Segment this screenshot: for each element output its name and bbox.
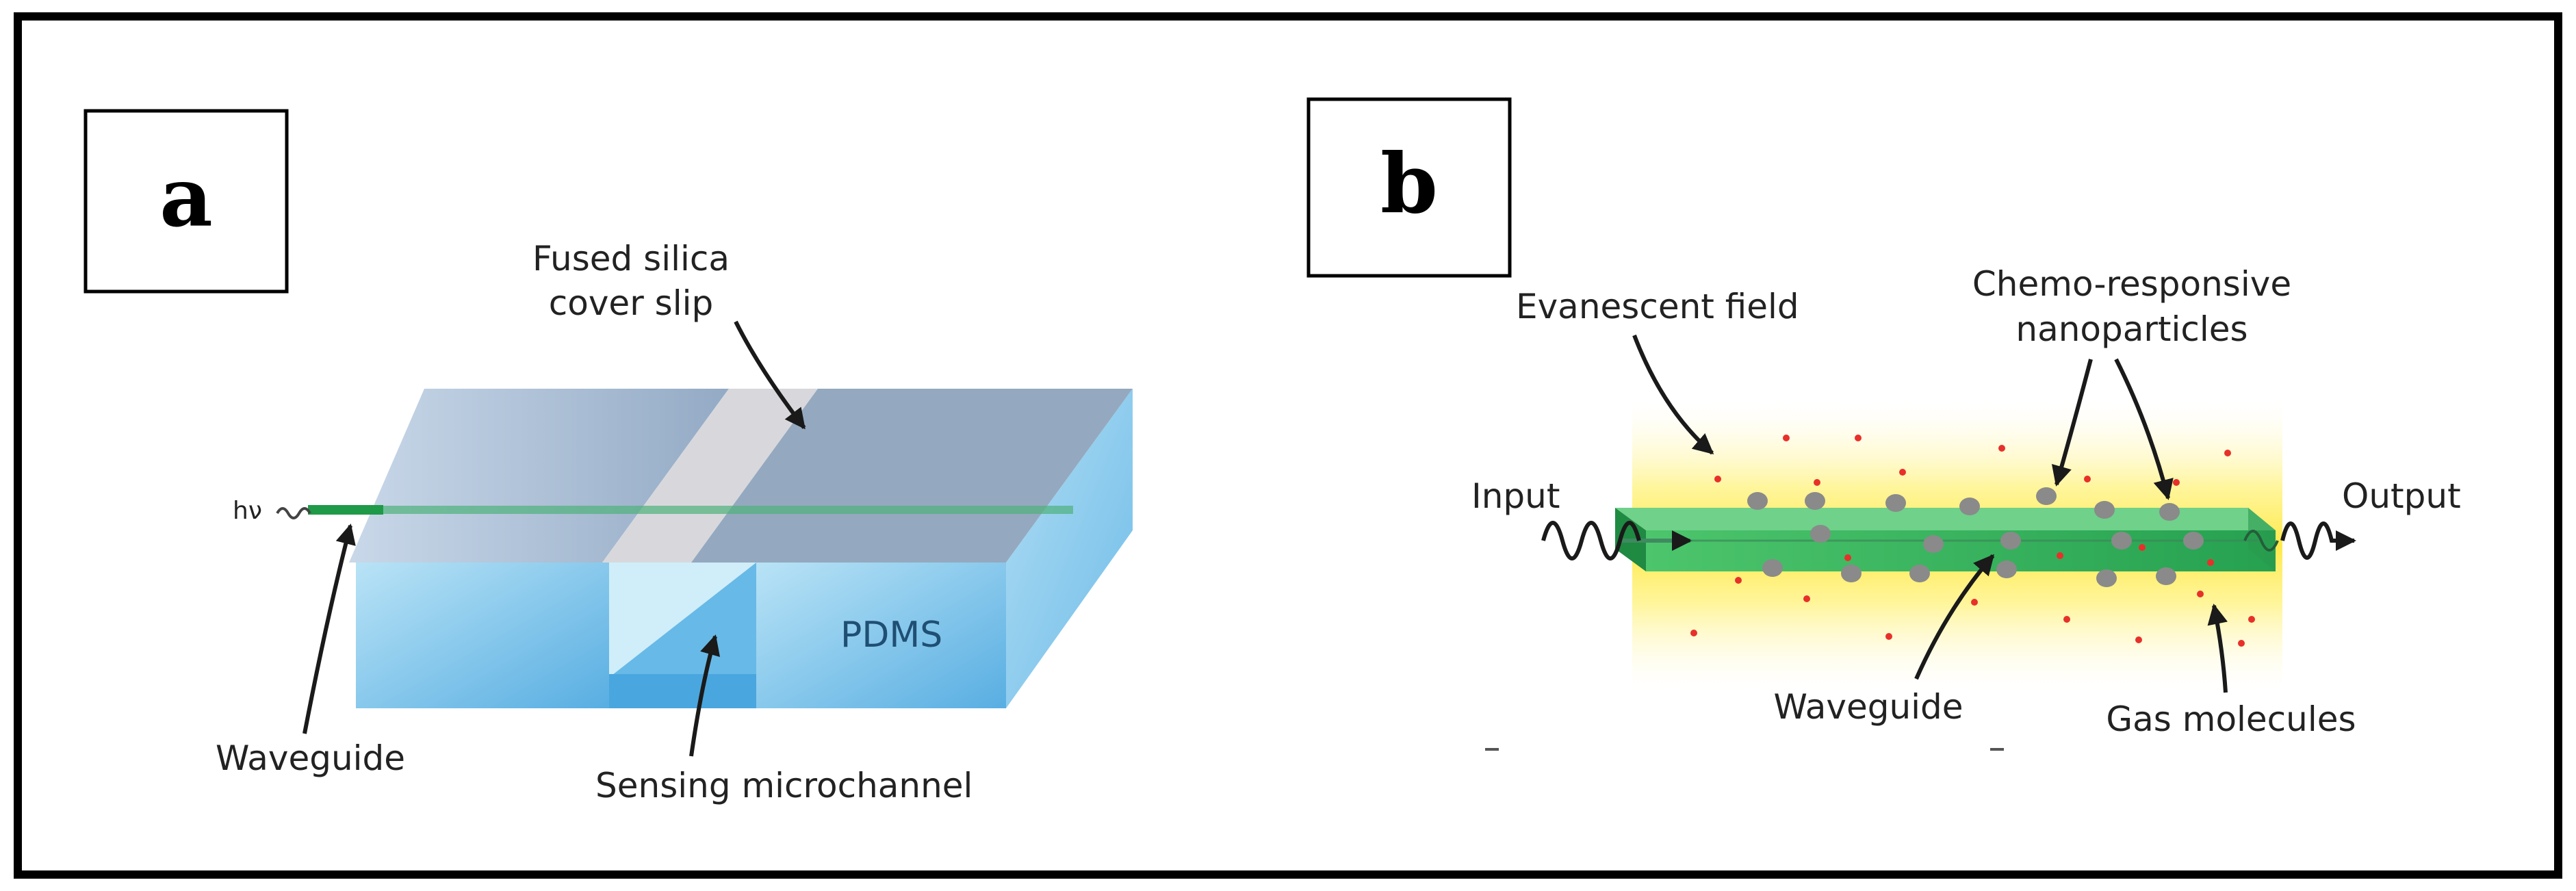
gas-molecule (2135, 636, 2142, 643)
gas-molecule (1735, 577, 1742, 584)
sensing-channel-floor (609, 674, 756, 708)
gas-molecule (1855, 435, 1862, 441)
gas-arrow (2207, 604, 2228, 693)
gas-molecule (2238, 640, 2245, 647)
waveguide-front-face (1646, 530, 2276, 571)
gas-molecule (2248, 616, 2255, 623)
nanoparticles-arrow-1 (2051, 359, 2093, 487)
gas-molecule (1899, 469, 1906, 476)
gas-molecule (2224, 450, 2231, 456)
waveguide-arrow-a (302, 524, 356, 734)
nanoparticle (1762, 559, 1783, 577)
nanoparticle (2111, 532, 2132, 550)
nanoparticles-label-line1: Chemo-responsive (1972, 264, 2291, 304)
nanoparticle (2156, 567, 2176, 585)
pdms-block-left (356, 563, 609, 708)
nanoparticle (1996, 560, 2017, 578)
gas-molecule (2207, 559, 2214, 566)
gas-molecule (1714, 476, 1721, 482)
nanoparticle (1959, 498, 1980, 515)
nanoparticles-arrow-2 (2114, 358, 2174, 500)
panel-b: b (1306, 97, 2461, 751)
pdms-block-right (756, 563, 1006, 708)
gas-label: Gas molecules (2106, 699, 2356, 739)
input-label: Input (1471, 476, 1560, 516)
photon-label: hν (233, 497, 262, 525)
output-wave (2280, 521, 2356, 560)
gas-molecule (2173, 479, 2180, 486)
panel-a: a hν PDMS Fused silica (83, 109, 1133, 805)
nanoparticle (2096, 569, 2117, 587)
photon-wave (276, 507, 311, 519)
gas-molecule (1971, 599, 1978, 606)
evanescent-label: Evanescent field (1516, 287, 1799, 326)
gas-molecule (2057, 552, 2063, 559)
panel-b-letter: b (1380, 135, 1438, 232)
cover-slip-label-line1: Fused silica (532, 239, 730, 279)
nanoparticle (1810, 525, 1831, 543)
cover-slip-arrow (734, 320, 806, 430)
nanoparticle (1747, 492, 1768, 510)
waveguide-arrow-b (1914, 554, 1995, 680)
gas-molecules (1690, 435, 2255, 647)
output-label: Output (2342, 476, 2461, 516)
input-wave (1541, 521, 1641, 560)
nanoparticle (2183, 532, 2204, 550)
pdms-right-face (1006, 389, 1133, 708)
gas-molecule (1885, 633, 1892, 640)
waveguide-label-b: Waveguide (1773, 687, 1963, 727)
gas-molecule (1803, 595, 1810, 602)
microchannel-label: Sensing microchannel (595, 766, 973, 805)
exit-wave-internal (2243, 530, 2279, 552)
evanescent-arrow (1632, 334, 1714, 455)
waveguide-label-a: Waveguide (216, 738, 405, 778)
gas-molecule (1814, 479, 1820, 486)
nanoparticle (1885, 494, 1906, 512)
nanoparticle (2159, 503, 2180, 521)
nanoparticle (1909, 565, 1930, 582)
pdms-label: PDMS (840, 615, 942, 656)
microchannel-arrow (689, 634, 721, 757)
sensing-channel-inner (609, 563, 756, 708)
cover-slip-gap (602, 389, 818, 563)
gas-molecule (1844, 554, 1851, 561)
gas-molecule (2063, 616, 2070, 623)
panel-a-letter: a (159, 149, 213, 246)
gas-molecule (1783, 435, 1790, 441)
nanoparticles (1747, 487, 2204, 587)
panel-b-letter-box (1306, 97, 1512, 278)
outer-frame (14, 12, 2562, 879)
nanoparticle (1841, 565, 1862, 582)
gas-molecule (2139, 544, 2146, 551)
nanoparticle (2000, 532, 2021, 550)
gas-molecule (1998, 445, 2005, 452)
panel-a-letter-box (83, 109, 289, 294)
cover-slip-label-line2: cover slip (549, 283, 713, 323)
nanoparticles-label-line2: nanoparticles (2015, 309, 2247, 349)
nanoparticle (2036, 487, 2057, 505)
nanoparticle (1805, 492, 1825, 510)
gas-molecule (2197, 591, 2204, 597)
waveguide-bar (1615, 508, 2279, 571)
gas-molecule (1690, 630, 1697, 636)
microfluidic-chip: hν PDMS (233, 389, 1133, 708)
nanoparticle (1923, 535, 1944, 553)
cover-slip-right (691, 389, 1133, 563)
nanoparticle (2094, 501, 2115, 519)
gas-molecule (2084, 476, 2091, 482)
